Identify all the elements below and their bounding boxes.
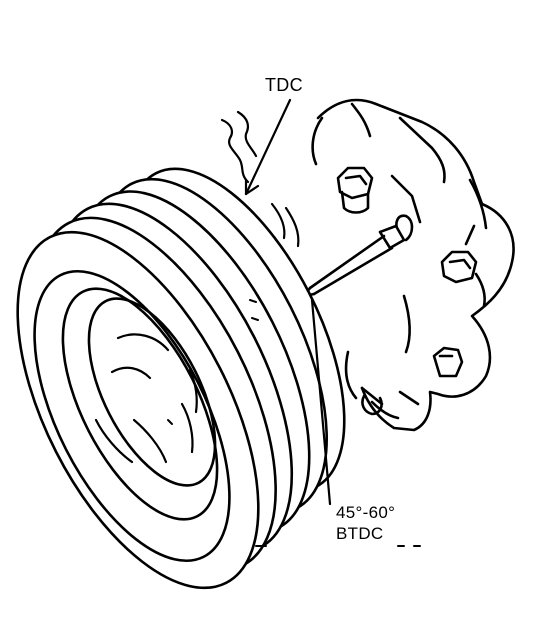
mounting-bolt [336,166,478,416]
shaft-lines [220,110,300,248]
angle-label: 45°-60° [336,503,396,522]
timing-pointer [302,214,414,298]
tdc-label: TDC [265,75,303,95]
btdc-label: BTDC [336,524,384,543]
leader-lines [244,98,332,506]
crankshaft-pulley [16,167,346,590]
engine-front-cover [311,98,515,432]
